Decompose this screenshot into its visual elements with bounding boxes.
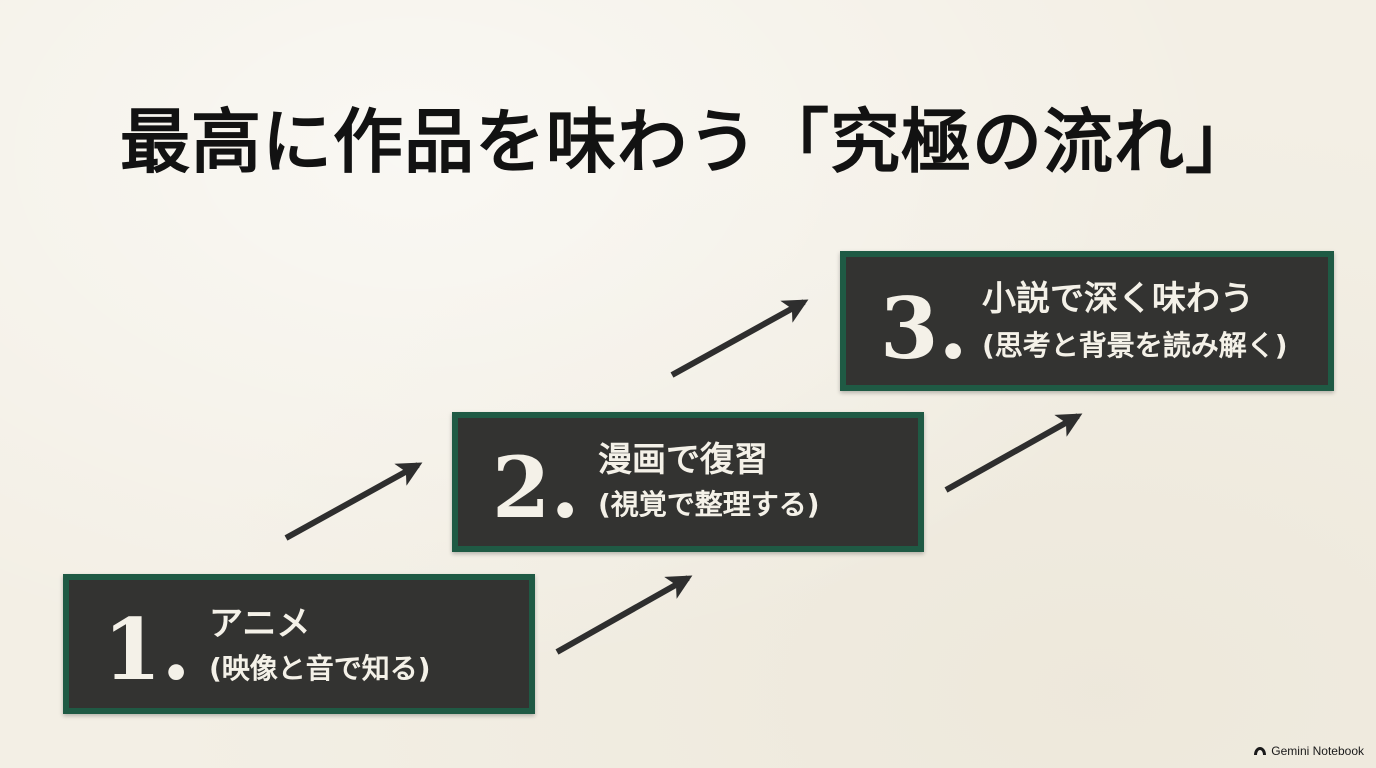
step-subtitle: (映像と音で知る) <box>209 652 431 685</box>
arrow-icon-1b <box>555 575 693 655</box>
step-title: 漫画で復習 <box>598 440 768 480</box>
step-number: 2. <box>492 438 580 537</box>
step-subtitle: (思考と背景を読み解く) <box>982 329 1288 362</box>
step-title: 小説で深く味わう <box>982 279 1254 319</box>
step-box-manga: 2. 漫画で復習 (視覚で整理する) <box>452 412 924 552</box>
arrow-icon-2a <box>670 299 809 378</box>
watermark: Gemini Notebook <box>1253 744 1364 758</box>
arrow-icon-1a <box>284 462 423 541</box>
notebook-logo-icon <box>1254 747 1267 755</box>
step-subtitle: (視覚で整理する) <box>598 488 820 521</box>
page-title: 最高に作品を味わう「究極の流れ」 <box>120 100 1256 183</box>
watermark-label: Gemini Notebook <box>1271 744 1364 758</box>
step-number: 3. <box>880 279 968 378</box>
step-box-anime: 1. アニメ (映像と音で知る) <box>63 574 535 714</box>
step-number: 1. <box>103 600 191 699</box>
step-box-novel: 3. 小説で深く味わう (思考と背景を読み解く) <box>840 251 1334 391</box>
step-title: アニメ <box>209 604 311 644</box>
arrow-icon-2b <box>944 413 1083 493</box>
